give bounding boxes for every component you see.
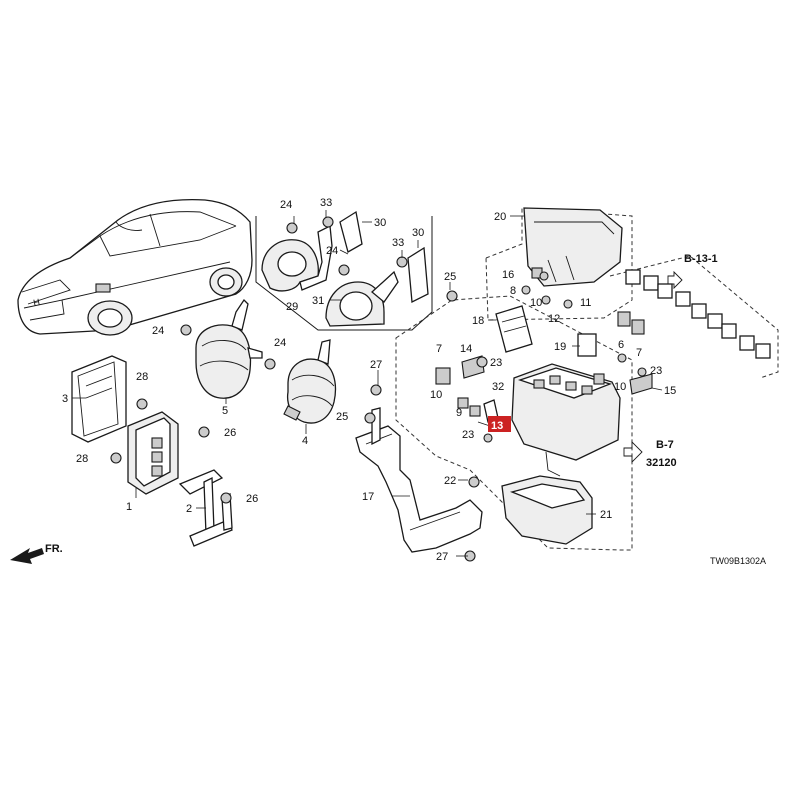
- callout-8: 8: [510, 285, 516, 297]
- callout-28b: 28: [76, 453, 88, 465]
- callout-1: 1: [126, 501, 132, 513]
- reference-b13: B-13-1: [667, 253, 718, 290]
- front-direction-indicator: FR.: [10, 543, 63, 564]
- callout-31: 31: [312, 295, 324, 307]
- horn-upper: [261, 224, 333, 292]
- callout-27a: 27: [370, 359, 382, 371]
- fuse-box-main: [511, 363, 621, 477]
- callout-10a: 10: [430, 389, 442, 401]
- callout-24a: 24: [280, 199, 292, 211]
- callout-15: 15: [664, 385, 676, 397]
- horn-lower: [325, 270, 399, 327]
- bolts: [110, 216, 647, 562]
- callout-29: 29: [286, 301, 298, 313]
- callout-10b: 10: [530, 297, 542, 309]
- callout-3: 3: [62, 393, 68, 405]
- callout-24b: 24: [326, 245, 338, 257]
- leader-lines: [72, 210, 663, 557]
- callout-30b: 30: [412, 227, 424, 239]
- callout-2: 2: [186, 503, 192, 515]
- callout-18: 18: [472, 315, 484, 327]
- callout-20: 20: [494, 211, 506, 223]
- callout-7a: 7: [436, 343, 442, 355]
- callout-labels: 1 2 3 4 5 6 7 7 8 9 10 10 10 11 12 14 15…: [62, 197, 676, 563]
- callout-22: 22: [444, 475, 456, 487]
- callout-9: 9: [456, 407, 462, 419]
- highlighted-part-13[interactable]: 13: [488, 416, 511, 432]
- callout-5: 5: [222, 405, 228, 417]
- ecu-bracket: [178, 469, 233, 547]
- reference-arrow-icon: [623, 440, 643, 464]
- fuse-box-outline: [395, 295, 633, 551]
- callout-23a: 23: [490, 357, 502, 369]
- callout-26a: 26: [224, 427, 236, 439]
- front-label: FR.: [45, 543, 63, 555]
- callout-23b: 23: [462, 429, 474, 441]
- callout-30a: 30: [374, 217, 386, 229]
- callout-26b: 26: [246, 493, 258, 505]
- horn-assembly-outline: [255, 216, 433, 331]
- callout-25b: 25: [336, 411, 348, 423]
- callout-11: 11: [580, 297, 591, 309]
- callout-17: 17: [362, 491, 374, 503]
- callout-14: 14: [460, 343, 472, 355]
- callout-6: 6: [618, 339, 624, 351]
- svg-text:13: 13: [491, 420, 503, 432]
- callout-12: 12: [548, 313, 560, 325]
- callout-25a: 25: [444, 271, 456, 283]
- callout-21: 21: [600, 509, 612, 521]
- reference-arrow-icon: [667, 270, 683, 290]
- callout-33b: 33: [392, 237, 404, 249]
- relays-and-fuses: [435, 267, 653, 423]
- svg-text:H: H: [32, 297, 40, 308]
- callout-16: 16: [502, 269, 514, 281]
- relay-set-right: [609, 255, 779, 379]
- ecu-cover: [71, 355, 127, 443]
- callout-10c: 10: [614, 381, 626, 393]
- fuse-lid-outline: [485, 207, 633, 321]
- vehicle-illustration: H: [17, 198, 253, 336]
- callout-28a: 28: [136, 371, 148, 383]
- fuse-box-lid: [523, 207, 623, 287]
- front-arrow-icon: [10, 548, 44, 564]
- svg-text:B-13-1: B-13-1: [684, 253, 718, 265]
- horn-5: [195, 298, 263, 399]
- svg-text:32120: 32120: [646, 457, 677, 469]
- ecu-module: [127, 411, 179, 495]
- callout-27b: 27: [436, 551, 448, 563]
- svg-text:B-7: B-7: [656, 439, 674, 451]
- callout-7b: 7: [636, 347, 642, 359]
- fuse-box-lower-cover: [501, 475, 593, 545]
- callout-24d: 24: [274, 337, 286, 349]
- callout-24c: 24: [152, 325, 164, 337]
- callout-32: 32: [492, 381, 504, 393]
- drawing-code: TW09B1302A: [710, 556, 766, 566]
- callout-4: 4: [302, 435, 308, 447]
- reference-b7: B-7 32120: [623, 439, 677, 469]
- callout-19: 19: [554, 341, 566, 353]
- callout-23c: 23: [650, 365, 662, 377]
- horn-brackets: [339, 210, 429, 304]
- callout-33a: 33: [320, 197, 332, 209]
- horn-4: [283, 339, 337, 424]
